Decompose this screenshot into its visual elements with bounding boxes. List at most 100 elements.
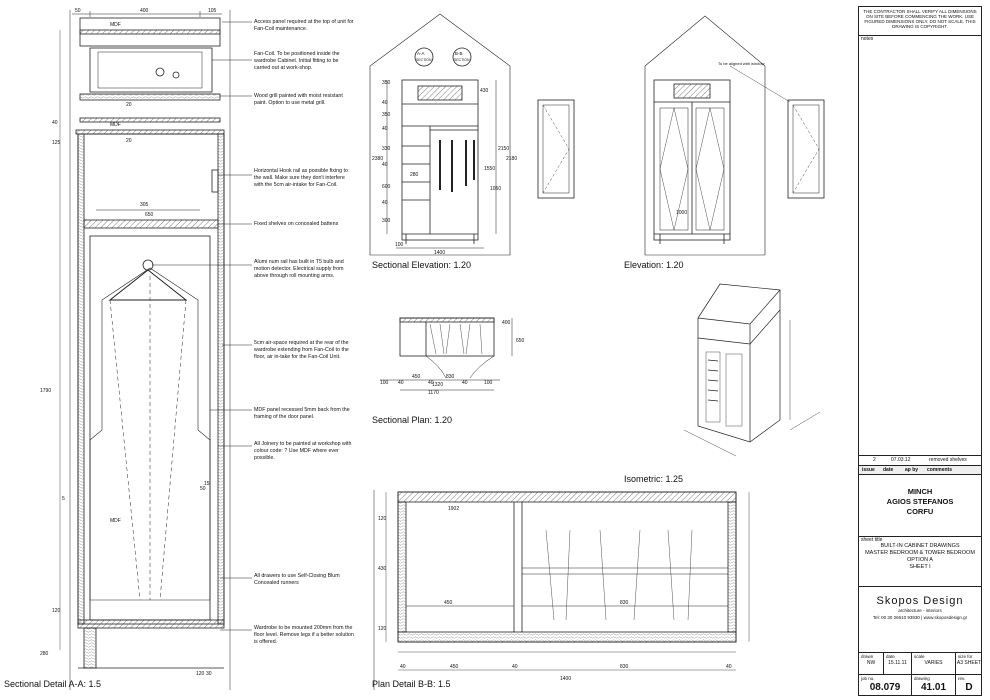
marker-b-sub: SECTION (454, 58, 470, 62)
disclaimer: THE CONTRACTOR SHALL VERIFY ALL DIMENSIO… (863, 9, 977, 29)
drawn-value: NW (866, 660, 876, 666)
sect-dim-2180: 2180 (506, 156, 517, 162)
sheet-title-4: SHEET I (909, 564, 931, 570)
plan-dim-1320: 1320 (432, 382, 443, 388)
sectional-elevation (369, 13, 575, 256)
bb-dim-450b: 450 (444, 600, 453, 606)
plan-dim-450: 450 (412, 374, 421, 380)
mdf-door-label: MDF (110, 518, 121, 524)
plan-dim-40c: 40 (462, 380, 468, 386)
note-fan-coil: Fan-Coil. To be positioned inside the wa… (254, 51, 340, 71)
caption-section-aa: Sectional Detail A-A: 1.5 (4, 679, 102, 689)
sect-dim-2380: 2380 (372, 156, 383, 162)
elev-dim-1000: 1000 (676, 210, 687, 216)
meta-row-2: job no. 08.079 drawing 41.01 rev. D (859, 674, 981, 695)
dim-50: 50 (200, 486, 206, 492)
sectional-plan (380, 317, 513, 391)
dim-top-2: 400 (140, 8, 149, 14)
dim-top-3: 105 (208, 8, 217, 14)
dim-top-1: 50 (75, 8, 81, 14)
caption-isometric: Isometric: 1.25 (624, 474, 684, 484)
dim-650: 650 (145, 212, 154, 218)
rev-head-comments: comments (927, 467, 953, 473)
job-value: 08.079 (869, 682, 901, 693)
drawing-label: drawing (914, 676, 930, 681)
title-block: THE CONTRACTOR SHALL VERIFY ALL DIMENSIO… (858, 6, 982, 696)
sheet-title-2: MASTER BEDROOM & TOWER BEDROOM (865, 550, 975, 556)
dim-20b: 20 (126, 138, 132, 144)
note-hook-rail: Horizontal Hook rail as possible fixing … (254, 168, 348, 188)
rev-head-issue: issue (862, 467, 875, 473)
sect-dim-600: 600 (382, 184, 391, 190)
marker-b-label: B-B (455, 51, 463, 56)
note-mounting: Wardrobe to be mounted 200mm from the fl… (254, 625, 354, 645)
rev-label: rev. (958, 676, 966, 681)
dim-305: 305 (140, 202, 149, 208)
dim-15: 15 (204, 481, 210, 487)
drawing-value: 41.01 (920, 682, 947, 693)
sheet-title-label: sheet title (861, 537, 883, 543)
bb-dim-830b: 830 (620, 600, 629, 606)
sect-dim-280: 280 (410, 172, 419, 178)
bb-dim-430: 430 (378, 566, 387, 572)
revision-row: 2 07.03.12 removed shelves (859, 455, 981, 465)
project-line-3: CORFU (906, 507, 934, 516)
rev-comment: removed shelves (929, 457, 967, 463)
plan-dim-40b: 40 (428, 380, 434, 386)
sect-dim-330: 330 (382, 146, 391, 152)
bb-dim-120b: 120 (378, 626, 387, 632)
scale-value: VARIES (924, 660, 943, 666)
project-line-2: AGIOS STEFANOS (886, 497, 954, 506)
bb-dim-40b: 40 (512, 664, 518, 670)
dim-30: 30 (206, 671, 212, 677)
plan-dim-1170: 1170 (428, 390, 439, 396)
sect-dim-40b: 40 (382, 126, 388, 132)
rev-value: D (965, 682, 973, 693)
dim-1790: 1790 (40, 388, 51, 394)
section-aa-dims: 50 400 105 MDF MDF 305 650 1790 MDF 20 2… (40, 8, 217, 677)
size-label: size for (958, 654, 973, 659)
marker-a-label: A-A (417, 51, 425, 56)
elevation (644, 15, 825, 256)
notes-area: notes (859, 35, 981, 455)
caption-plan-bb: Plan Detail B-B: 1.5 (372, 679, 451, 689)
note-air-space: 5cm air-space required at the rear of th… (254, 340, 349, 360)
meta-row-1: drawn NW date 15.11.11 scale VARIES size… (859, 652, 981, 674)
caption-sect-elev: Sectional Elevation: 1.20 (372, 260, 472, 270)
dim-125: 125 (52, 140, 61, 146)
rev-issue: 2 (873, 457, 876, 463)
note-wood-grill: Wood grill painted with moist resistant … (254, 93, 343, 106)
bb-dim-40a: 40 (400, 664, 406, 670)
marker-a-sub: SECTION (416, 58, 432, 62)
firm-contact: Tel: 00 30 26610 93930 | www.skoposdesig… (872, 615, 968, 620)
project-block: MINCH AGIOS STEFANOS CORFU (859, 474, 981, 536)
scale-label: scale (914, 654, 925, 659)
sect-dim-40c: 40 (382, 162, 388, 168)
mdf-label-mid: MDF (110, 122, 121, 128)
note-fixed-shelves: Fixed shelves on concealed battens (254, 221, 339, 227)
plan-dim-100b: 100 (484, 380, 493, 386)
note-mdf-panel: MDF panel recessed 5mm back from the fra… (254, 407, 350, 420)
note-alumi-rail: Alumi num rail has built in T5 bulb and … (254, 259, 344, 279)
firm-name: Skopos Design (876, 595, 964, 607)
plan-dim-100a: 100 (380, 380, 389, 386)
bb-dim-830: 830 (620, 664, 629, 670)
dim-280: 280 (40, 651, 49, 657)
sect-dim-350a: 350 (382, 80, 391, 86)
bb-dim-120a: 120 (378, 516, 387, 522)
section-detail-aa (59, 10, 231, 690)
plan-bb-dims: 40 450 40 830 40 1400 120 430 120 450 83… (378, 506, 732, 682)
date-label: date (886, 654, 895, 659)
mdf-label-top: MDF (110, 22, 121, 28)
bb-dim-1400: 1400 (560, 676, 571, 682)
sheet-title-1: BUILT-IN CABINET DRAWINGS (880, 543, 960, 549)
dim-20: 20 (126, 102, 132, 108)
sect-dim-1550: 1550 (484, 166, 495, 172)
dim-5: 5 (62, 496, 65, 502)
firm-sub: architecture - interiors (898, 608, 942, 613)
plan-dim-830: 830 (446, 374, 455, 380)
rev-date: 07.03.12 (891, 457, 911, 463)
bb-dim-450: 450 (450, 664, 459, 670)
sect-dim-2150: 2150 (498, 146, 509, 152)
revision-header: issue date ap by comments (859, 465, 981, 474)
